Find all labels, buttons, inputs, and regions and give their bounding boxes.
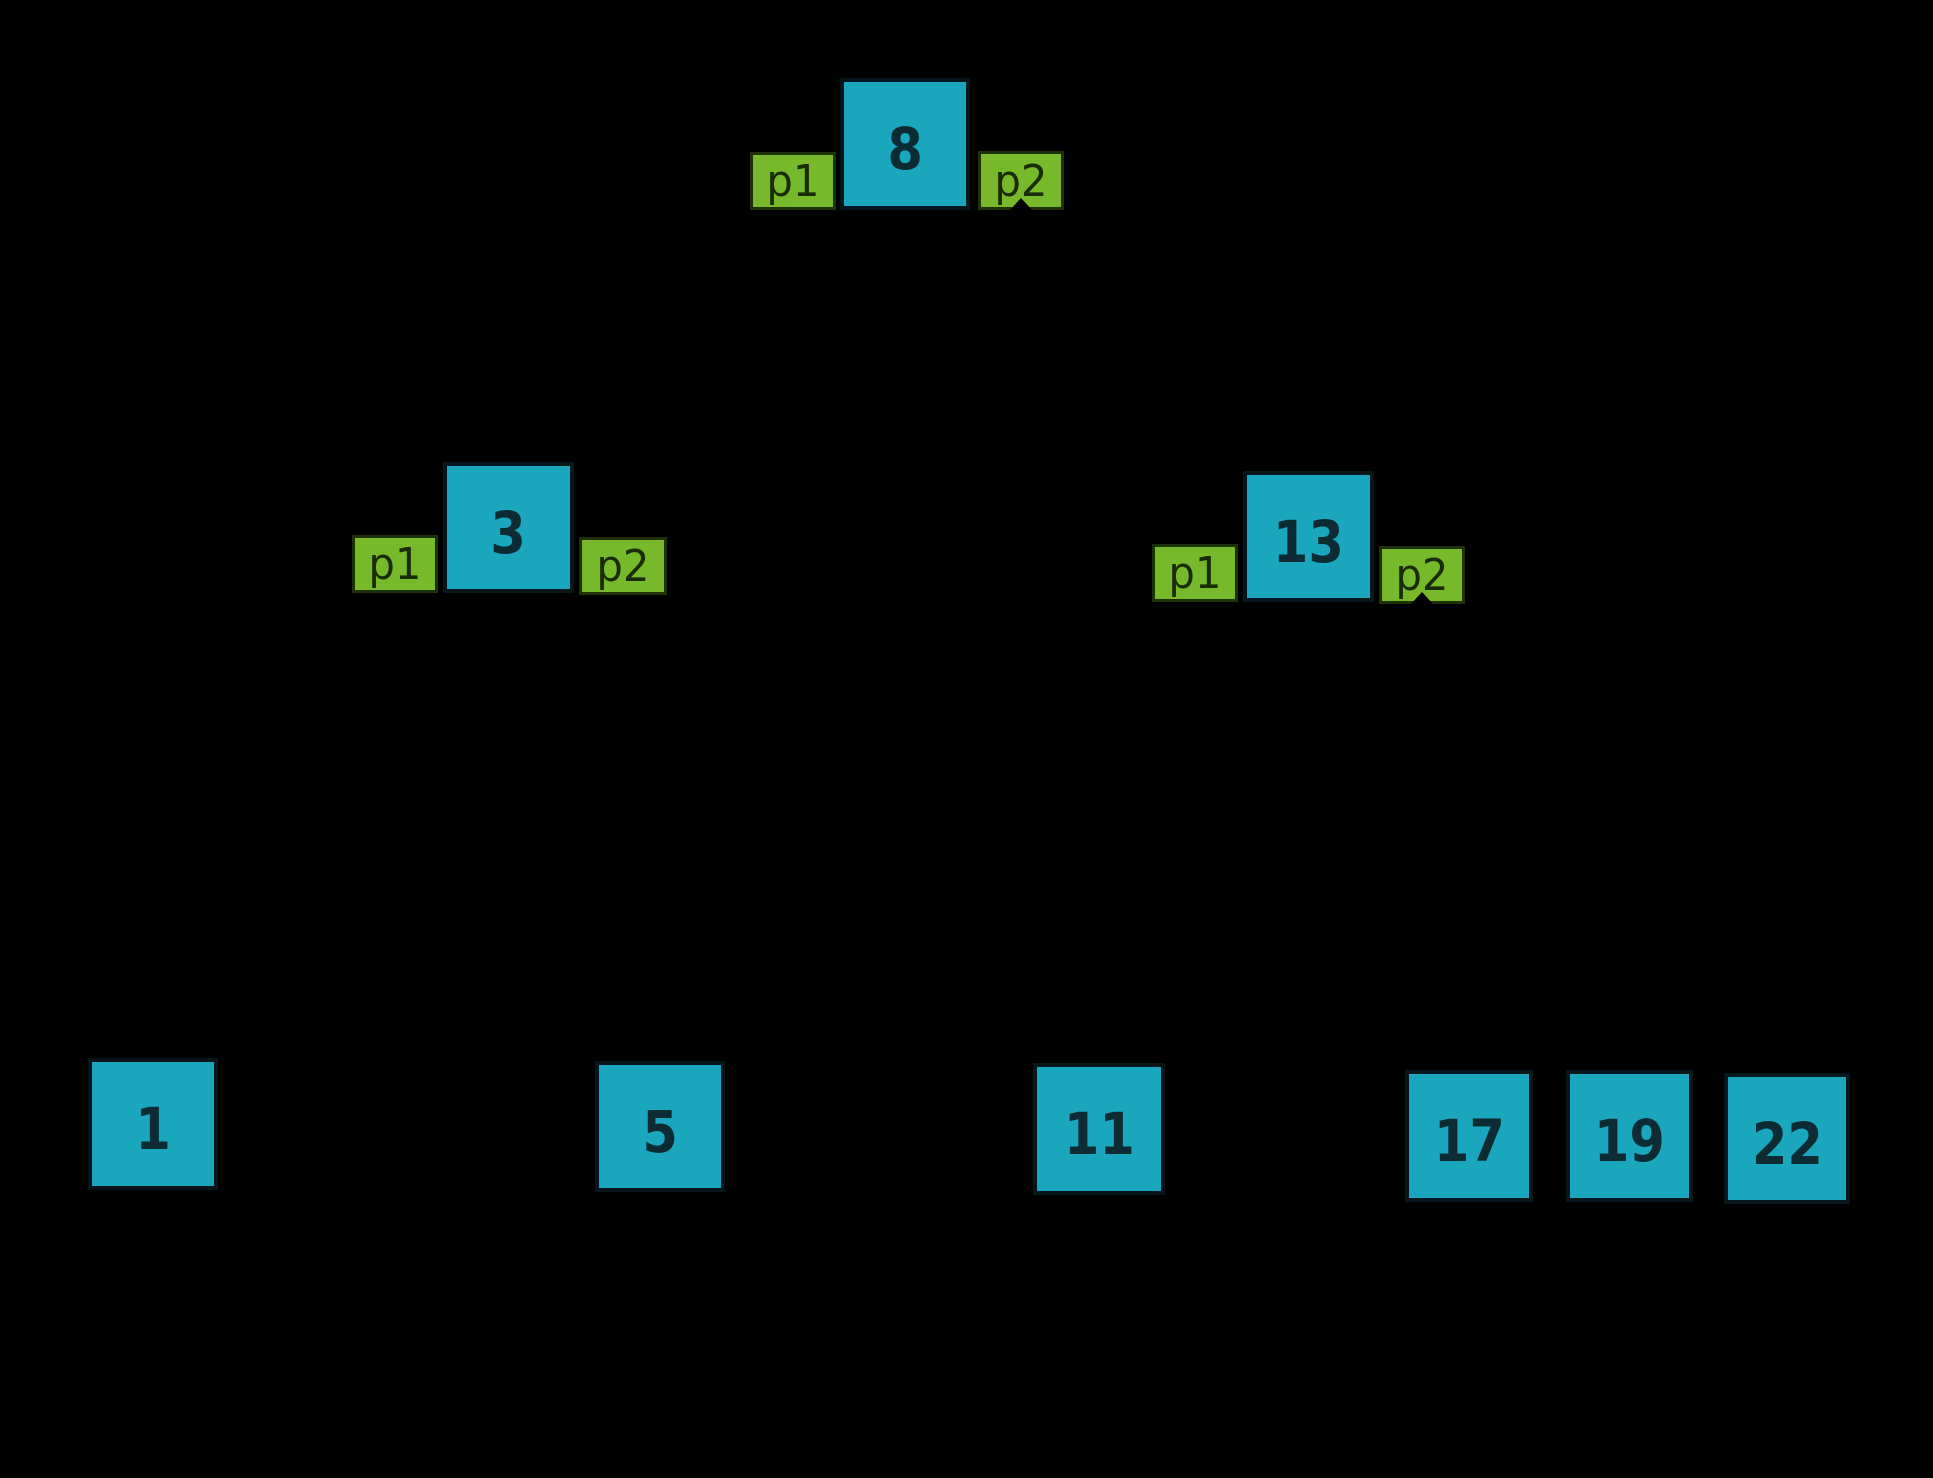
tree-node-19: 19 xyxy=(1566,1070,1693,1202)
pointer-p2-label: p2 xyxy=(1395,550,1449,601)
tree-node-17: 17 xyxy=(1405,1070,1533,1202)
pointer-p2-label: p2 xyxy=(994,155,1048,207)
pointer-p1-label: p1 xyxy=(1168,548,1222,599)
arrowhead-icon xyxy=(1411,592,1433,604)
node-value: 8 xyxy=(887,115,923,183)
node-value: 3 xyxy=(490,498,527,567)
pointer-p1-label: p1 xyxy=(368,539,422,590)
arrowhead-icon xyxy=(1010,198,1032,210)
pointer-p1-node-8: p1 xyxy=(750,152,836,210)
node-value: 19 xyxy=(1593,1107,1666,1175)
tree-node-22: 22 xyxy=(1724,1073,1850,1204)
pointer-p2-node-8: p2 xyxy=(978,151,1064,210)
tree-node-8: 8 xyxy=(840,78,970,210)
pointer-p2-label: p2 xyxy=(596,541,650,592)
pointer-p2-node-3: p2 xyxy=(579,537,667,595)
tree-node-5: 5 xyxy=(595,1061,725,1192)
tree-node-11: 11 xyxy=(1033,1063,1165,1195)
node-value: 13 xyxy=(1272,507,1345,576)
node-value: 5 xyxy=(642,1097,678,1166)
pointer-p1-label: p1 xyxy=(766,156,820,207)
pointer-p1-node-13: p1 xyxy=(1152,544,1238,602)
node-value: 11 xyxy=(1063,1100,1135,1168)
pointer-p1-node-3: p1 xyxy=(352,535,438,593)
tree-node-13: 13 xyxy=(1243,471,1374,602)
tree-node-3: 3 xyxy=(443,462,574,593)
node-value: 17 xyxy=(1433,1107,1505,1175)
node-value: 22 xyxy=(1751,1109,1823,1178)
tree-node-1: 1 xyxy=(88,1058,218,1190)
node-value: 1 xyxy=(135,1095,171,1163)
